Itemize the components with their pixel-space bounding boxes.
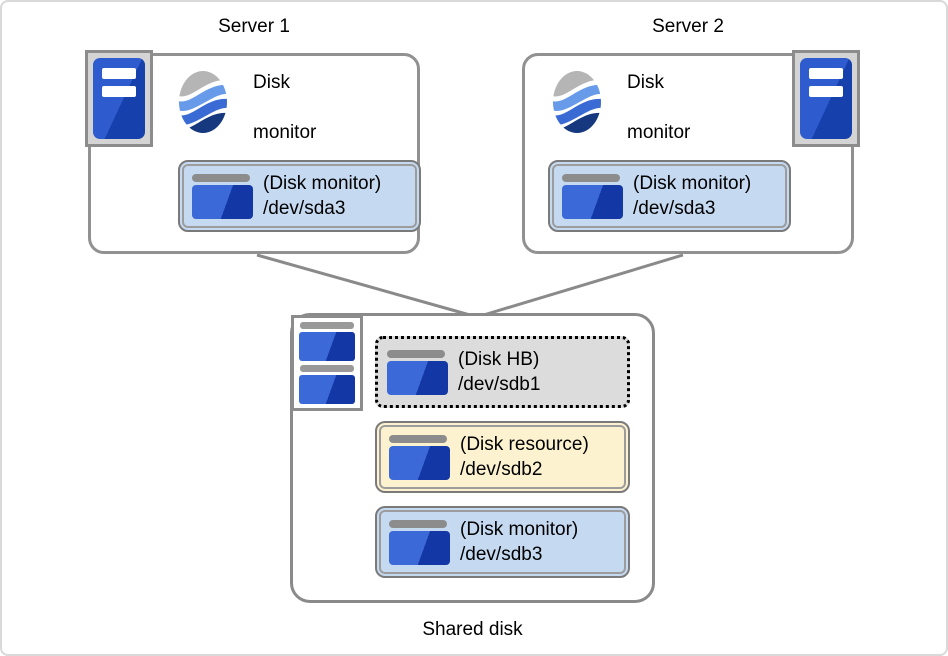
shared-disk-label: Shared disk [422,619,523,640]
disk-icon-platter [387,360,448,395]
partition-device: /dev/sdb2 [460,459,543,480]
disk-icon-platter [192,184,253,219]
connector-server1-shared-disk [256,253,478,319]
resource-label-line: Disk [253,72,290,93]
partition-device: /dev/sda3 [633,198,716,219]
partition-device: /dev/sdb1 [458,374,541,395]
disk-icon-platter [389,445,450,480]
server2-disk-monitor-partition: (Disk monitor) /dev/sda3 [548,160,791,232]
disk-icon-platter [562,184,623,219]
server2-label: Server 2 [652,16,724,37]
server-tower-body [93,58,145,139]
partition-title: (Disk monitor) [263,173,382,194]
resource-label-line: monitor [627,122,691,143]
disk-icon-bar [387,349,445,358]
disk-icon-platter [299,374,355,404]
disk-stack-icon [291,315,363,411]
resource-label-line: Disk [627,72,664,93]
server1-disk-monitor-partition: (Disk monitor) /dev/sda3 [178,160,421,232]
disk-partition-icon [562,173,623,219]
partition-title: (Disk monitor) [633,173,752,194]
shared-partition-disk-monitor: (Disk monitor) /dev/sdb3 [375,506,630,578]
shared-partition-disk-hb: (Disk HB) /dev/sdb1 [375,336,630,408]
server-slot-bar [809,86,843,97]
disk-icon-bar [300,364,354,372]
partition-title: (Disk HB) [458,349,540,370]
partition-title: (Disk resource) [460,434,589,455]
connector-server2-shared-disk [476,253,684,319]
server-tower-body [800,58,852,139]
disk-partition-icon [192,173,253,219]
server-slot-bar [102,68,136,79]
server-slot-bar [102,86,136,97]
disk-partition-icon [389,519,450,565]
server1-label: Server 1 [218,16,290,37]
disk-icon-bar [389,434,447,443]
disk-icon-bar [389,519,447,528]
wave-globe-icon [179,71,227,133]
shared-partition-disk-resource: (Disk resource) /dev/sdb2 [375,421,630,493]
disk-partition-icon [387,349,448,395]
disk-icon-bar [192,173,250,182]
partition-device: /dev/sda3 [263,198,346,219]
server-slot-bar [809,68,843,79]
disk-icon-platter [299,332,355,362]
resource-label-line: monitor [253,122,317,143]
partition-title: (Disk monitor) [460,519,579,540]
wave-globe-icon [553,71,601,133]
disk-partition-icon [389,434,450,480]
server-tower-icon [792,50,860,147]
disk-icon-bar [300,322,354,329]
partition-device: /dev/sdb3 [460,544,543,565]
disk-icon-bar [562,173,620,182]
server-tower-icon [85,50,153,147]
disk-icon-platter [389,530,450,565]
